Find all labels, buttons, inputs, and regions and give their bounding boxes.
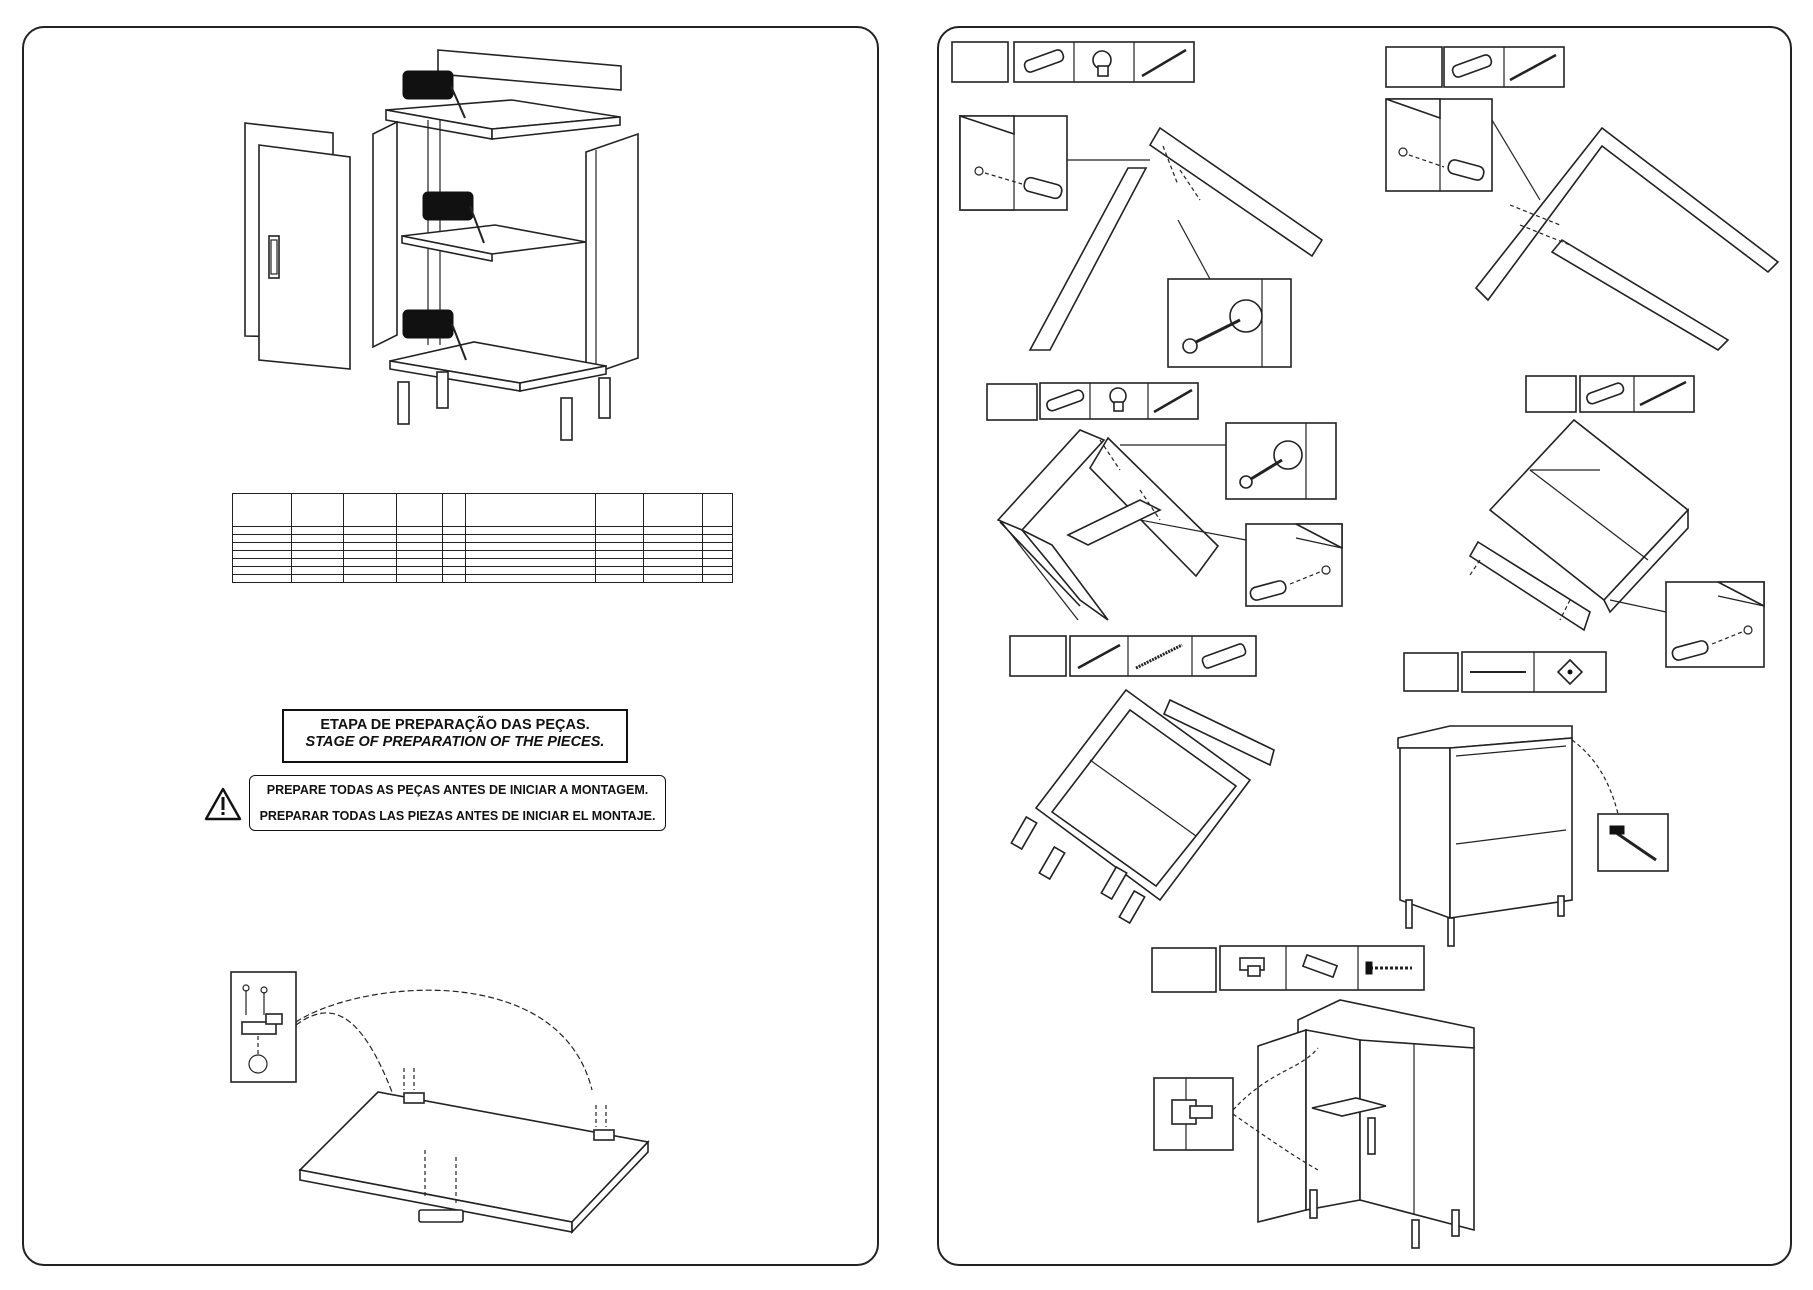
warning-box: PREPARE TODAS AS PEÇAS ANTES DE INICIAR …	[249, 775, 666, 831]
parts-table	[232, 493, 733, 583]
part-badge-2	[422, 191, 474, 221]
stage-title-box: ETAPA DE PREPARAÇÃO DAS PEÇAS. STAGE OF …	[282, 709, 628, 763]
dowel-icon	[1023, 49, 1065, 73]
cam-lock-icon	[1092, 50, 1112, 77]
screw-icon	[1141, 48, 1187, 78]
hinge-icon	[1239, 957, 1265, 977]
part-badge-1	[402, 70, 454, 100]
square-pad-icon	[1556, 658, 1584, 686]
hinge-plate-icon	[1301, 953, 1339, 979]
warning-text-pt: PREPARE TODAS AS PEÇAS ANTES DE INICIAR …	[266, 783, 649, 797]
hammer-icon	[1609, 825, 1657, 862]
wood-screw-icon	[1365, 961, 1412, 975]
stage-title-en: STAGE OF PREPARATION OF THE PIECES.	[305, 734, 605, 750]
warning-text-es: PREPARAR TODAS LAS PIEZAS ANTES DE INICI…	[259, 809, 656, 823]
stage-title-pt: ETAPA DE PREPARAÇÃO DAS PEÇAS.	[320, 717, 590, 733]
